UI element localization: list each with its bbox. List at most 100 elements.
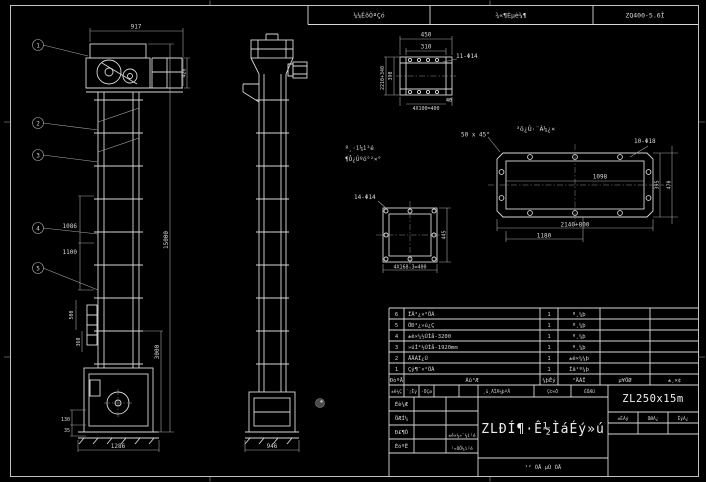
balloon-5: 5	[36, 266, 40, 273]
dim-front-500: 500	[69, 310, 75, 319]
parts-table-rows: 6 ÏÂ²¿×°ÖÃ 1 º¸¼þ 5 ÖÐ²¿»ú¿Ç 1 º¸¼þ 4 ±ê…	[395, 311, 589, 373]
flange-detail: ³ö¿Ú·¨À¼¿× 50 x 45° 10-Φ18 1098 395 470 …	[461, 124, 678, 242]
side-view-linework: 946	[242, 33, 308, 452]
dim-flange-h2: 470	[667, 180, 673, 189]
dim-front-rail: 426	[182, 68, 188, 77]
channel-detail: 450 310 11-Φ14 390 2210+340 40 4X100=400	[380, 32, 478, 113]
part-row-name: ±ê×¼½ÚÌå-3200	[408, 333, 451, 340]
dim-channel-inner: 310	[421, 44, 432, 51]
dim-flange-length: 2140+800	[561, 222, 590, 229]
weight-label: ÖØÁ¿	[648, 415, 659, 422]
balloon-2: 2	[36, 121, 40, 128]
ink-blot	[315, 398, 325, 408]
sign-row-draw: ÖÆÍ¼	[395, 414, 408, 422]
rev-cell-1: ±ê¼Ç	[391, 388, 402, 395]
parts-header-weight: µ¥ÖØ	[618, 377, 632, 384]
part-row-name: Çý¶¯×°ÖÃ	[408, 366, 435, 373]
part-row-no: 3	[395, 345, 398, 351]
model-number: ZL250x15m	[622, 393, 683, 405]
part-row-mat: ±ê×¼¼þ	[569, 355, 589, 362]
title-block-extra-1: ±ê×¼»¯¼ì²é	[448, 432, 475, 439]
part-row-no: 2	[395, 356, 398, 362]
drawing-border	[4, 0, 705, 482]
dim-flange-1180: 1180	[537, 233, 552, 240]
balloon-1: 1	[36, 43, 40, 50]
drawing-title: ZLÐÍ¶·Ê½ÌáÉý»ú	[481, 421, 605, 437]
part-row-qty: 1	[547, 323, 550, 329]
parts-header-mat: ²ÄÁÏ	[572, 377, 585, 384]
rev-cell-4: ¸ü¸ÄÎÄ¼þºÅ	[483, 388, 510, 395]
part-row-qty: 1	[547, 345, 550, 351]
dim-front-360: 360	[76, 337, 82, 346]
top-strip-cell-2: ¾«¶Èµè¼¶	[495, 11, 526, 20]
label-plate-holes: 14-Φ14	[354, 194, 376, 201]
dim-plate-spacing: 4X168.3=400	[393, 265, 426, 271]
weld-note: º¸·ì¼ì²é ¶Ô¿Úºó°²×°	[345, 145, 381, 163]
front-view-linework	[78, 43, 183, 445]
parts-table-header: ÐòºÅ Ãû³Æ ¼þÊý ²ÄÁÏ µ¥ÖØ ±¸×¢	[390, 376, 681, 384]
part-row-mat: º¸¼þ	[572, 311, 585, 318]
part-row-mat: º¸¼þ	[572, 322, 585, 329]
part-row-qty: 1	[547, 334, 550, 340]
balloon-callouts: 1 2 3 4 5	[32, 39, 99, 291]
part-row-no: 1	[395, 367, 398, 373]
part-row-name: ÅÅÁÏ¿Ú	[408, 355, 428, 362]
dim-front-130: 130	[61, 417, 70, 423]
part-row-qty: 1	[547, 356, 550, 362]
dim-channel-top: 450	[421, 32, 432, 39]
sign-row-check: Ð£¶Ô	[395, 429, 408, 436]
part-row-no: 6	[395, 312, 398, 318]
revision-row: ±ê¼Ç ´¦Êý ·ÖÇø ¸ü¸ÄÎÄ¼þºÅ Ç©×Ö ÈÕÆÚ	[391, 387, 595, 395]
part-row-no: 4	[395, 334, 399, 340]
dim-plate-height: 445	[442, 230, 448, 239]
dim-front-base-width: 1286	[111, 443, 126, 450]
dim-channel-spacing: 4X100=400	[412, 106, 439, 112]
label-channel-holes: 11-Φ14	[456, 53, 478, 60]
parts-header-no: ÐòºÅ	[390, 377, 404, 384]
title-block: ±ê¼Ç ´¦Êý ·ÖÇø ¸ü¸ÄÎÄ¼þºÅ Ç©×Ö ÈÕÆÚ Éè¼Æ…	[389, 385, 699, 477]
plate-detail: 14-Φ14 445 4X168.3=400	[354, 194, 451, 273]
rev-cell-6: ÈÕÆÚ	[584, 387, 595, 395]
dim-flange-h1: 395	[655, 180, 661, 189]
label-flange-chamfer: 50 x 45°	[461, 132, 490, 139]
part-row-qty: 1	[547, 367, 550, 373]
front-view-dimensions: 917 15000 3000 426 1086 1100 500 360 130…	[61, 24, 190, 452]
label-flange-holes: 10-Φ18	[634, 138, 656, 145]
dim-channel-left-inner: 390	[388, 71, 394, 80]
top-strip-cell-3: ZQ400-5.6Î	[625, 11, 664, 20]
dim-side-base-width: 946	[267, 443, 278, 450]
dim-channel-40: 40	[446, 98, 452, 104]
dim-front-total-height: 15000	[163, 231, 170, 249]
title-block-extra-2: ¹¤ÒÕ¼ì²é	[451, 445, 473, 452]
dim-front-35: 35	[64, 428, 70, 434]
dim-front-section: 3000	[154, 344, 161, 359]
balloon-3: 3	[36, 153, 40, 160]
rev-cell-5: Ç©×Ö	[547, 388, 558, 395]
sheet-count-note: ¹² ÕÅ µÚ ÕÅ	[525, 464, 562, 471]
weld-note-line1: º¸·ì¼ì²é	[345, 145, 374, 152]
signature-rows: Éè¼Æ ÖÆÍ¼ Ð£¶Ô ÉóºË ±ê×¼»¯¼ì²é ¹¤ÒÕ¼ì²é	[395, 400, 476, 452]
part-row-qty: 1	[547, 312, 550, 318]
dim-flange-inner: 1098	[593, 174, 608, 181]
part-row-name: ÏÂ²¿×°ÖÃ	[408, 311, 435, 318]
sign-row-design: Éè¼Æ	[395, 400, 409, 408]
top-strip-cell-1: ¼¼ÊõÒªÇó	[353, 11, 384, 20]
rev-cell-2: ´¦Êý	[406, 387, 417, 395]
part-row-no: 5	[395, 323, 398, 329]
parts-header-name: Ãû³Æ	[465, 377, 479, 384]
part-row-name: »úÍ²½ÚÌå-1920mm	[408, 343, 458, 351]
part-row-mat: º¸¼þ	[572, 344, 585, 351]
parts-header-note: ±¸×¢	[668, 378, 681, 384]
parts-header-qty: ¼þÊý	[542, 376, 556, 384]
balloon-4: 4	[36, 226, 40, 233]
part-row-name: ÖÐ²¿»ú¿Ç	[408, 322, 435, 329]
dim-front-1086: 1086	[63, 223, 78, 230]
top-strip: ¼¼ÊõÒªÇó ¾«¶Èµè¼¶ ZQ400-5.6Î	[307, 5, 699, 25]
sign-row-audit: ÉóºË	[395, 442, 408, 450]
parts-table: 6 ÏÂ²¿×°ÖÃ 1 º¸¼þ 5 ÖÐ²¿»ú¿Ç 1 º¸¼þ 4 ±ê…	[388, 307, 699, 477]
dim-channel-left-outer: 2210+340	[380, 66, 386, 90]
part-row-mat: º¸¼þ	[572, 333, 585, 340]
qty-label: ÊýÁ¿	[678, 414, 689, 422]
